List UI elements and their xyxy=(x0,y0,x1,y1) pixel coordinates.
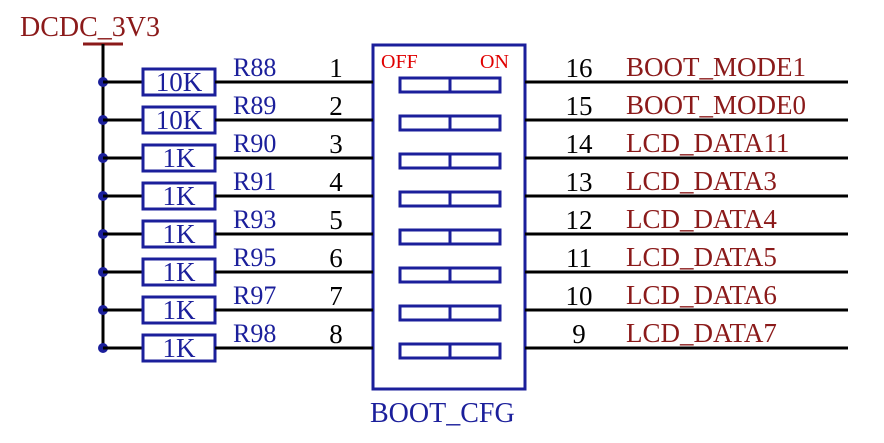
switch-pin-left: 3 xyxy=(329,129,343,159)
resistor-designator: R89 xyxy=(233,91,276,120)
switch-pin-right: 11 xyxy=(566,243,592,273)
switch-pin-left: 5 xyxy=(329,205,343,235)
resistor-designator: R93 xyxy=(233,205,276,234)
switch-pin-left: 2 xyxy=(329,91,343,121)
resistor-designator: R90 xyxy=(233,129,276,158)
switch-pin-right: 12 xyxy=(566,205,593,235)
net-label: LCD_DATA7 xyxy=(626,318,777,348)
net-label: LCD_DATA5 xyxy=(626,242,777,272)
net-label: LCD_DATA11 xyxy=(626,128,789,158)
switch-pin-right: 10 xyxy=(566,281,593,311)
resistor-value: 1K xyxy=(163,143,197,173)
switch-on-label: ON xyxy=(480,51,509,73)
resistor-designator: R95 xyxy=(233,243,276,272)
net-label: LCD_DATA3 xyxy=(626,166,777,196)
resistor-value: 10K xyxy=(156,67,203,97)
resistor-designator: R97 xyxy=(233,281,276,310)
resistor-body xyxy=(141,295,217,325)
resistor-designator: R88 xyxy=(233,53,276,82)
switch-pin-right: 9 xyxy=(572,319,586,349)
switch-pin-left: 4 xyxy=(329,167,343,197)
switch-pin-right: 13 xyxy=(566,167,593,197)
resistor-value: 1K xyxy=(163,257,197,287)
dip-switch-body xyxy=(371,43,527,391)
resistor-body xyxy=(141,67,217,97)
switch-pin-right: 16 xyxy=(566,53,593,83)
component-designator: BOOT_CFG xyxy=(370,398,515,429)
resistor-designator: R91 xyxy=(233,167,276,196)
switch-pin-left: 7 xyxy=(329,281,343,311)
switch-pin-right: 14 xyxy=(566,129,594,159)
switch-off-label: OFF xyxy=(381,51,418,73)
resistor-body xyxy=(141,143,217,173)
switch-pin-left: 1 xyxy=(329,53,343,83)
resistor-value: 1K xyxy=(163,295,197,325)
resistor-designator: R98 xyxy=(233,319,276,348)
power-net-label: DCDC_3V3 xyxy=(20,12,160,43)
resistor-value: 1K xyxy=(163,333,197,363)
switch-pin-right: 15 xyxy=(566,91,593,121)
resistor-value: 1K xyxy=(163,219,197,249)
switch-pin-left: 8 xyxy=(329,319,343,349)
net-label: LCD_DATA4 xyxy=(626,204,777,234)
switch-pin-left: 6 xyxy=(329,243,343,273)
resistor-value: 10K xyxy=(156,105,203,135)
net-label: BOOT_MODE0 xyxy=(626,90,806,120)
net-label: LCD_DATA6 xyxy=(626,280,777,310)
resistor-value: 1K xyxy=(163,181,197,211)
net-label: BOOT_MODE1 xyxy=(626,52,806,82)
